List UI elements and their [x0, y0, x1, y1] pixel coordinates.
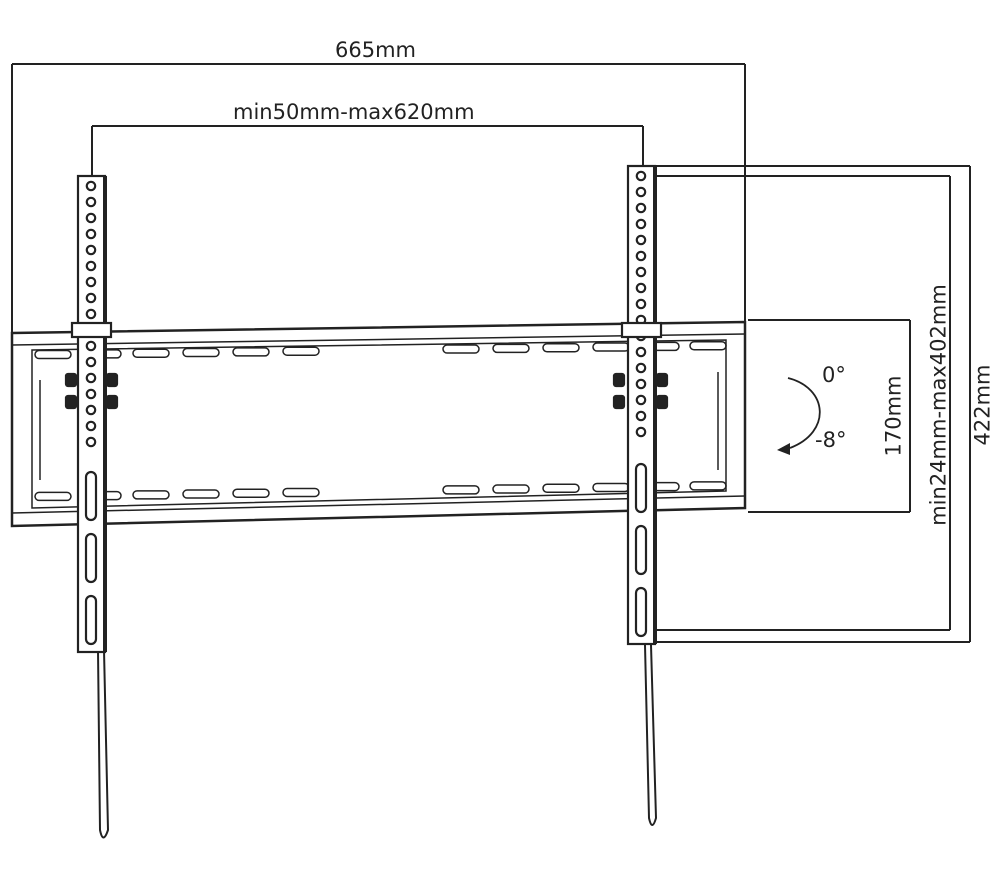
- plate-slot: [132, 490, 170, 500]
- arm-hole: [635, 298, 647, 310]
- dimension-665: [11, 63, 746, 335]
- plate-slot: [34, 349, 72, 360]
- arm-hole: [85, 244, 97, 256]
- arm-hole: [635, 282, 647, 294]
- arm-hole: [85, 372, 97, 384]
- mounting-arms: [64, 164, 669, 654]
- plate-slot: [282, 487, 320, 498]
- plate-slot: [542, 342, 580, 353]
- clamp-knob: [655, 394, 669, 410]
- arm-hole: [635, 266, 647, 278]
- vertical-spacing-label: min24mm-max402mm: [926, 284, 951, 526]
- dimension-422: [648, 165, 971, 643]
- arm-hole: [85, 404, 97, 416]
- arm-hole: [85, 276, 97, 288]
- overall-height-label: 422mm: [970, 364, 995, 446]
- plate-slot: [182, 347, 220, 358]
- arm-hole: [85, 196, 97, 208]
- clamp-knob: [105, 372, 119, 388]
- arm-hole: [635, 234, 647, 246]
- arm-hole: [85, 292, 97, 304]
- plate-slot: [132, 348, 170, 358]
- plate-slot: [592, 342, 630, 352]
- tilt-arrow: [777, 377, 821, 455]
- wall-plate: [10, 320, 747, 528]
- tilt-down-label: -8°: [815, 428, 847, 452]
- arm-slot: [84, 594, 98, 646]
- arm-hole: [85, 436, 97, 448]
- dimension-hole-spacing: [91, 125, 644, 175]
- hook-tab: [620, 321, 663, 339]
- overall-width-label: 665mm: [335, 38, 416, 62]
- arm-hole: [635, 362, 647, 374]
- arm-hole: [85, 228, 97, 240]
- arm-slot: [634, 524, 648, 576]
- arm-slot: [634, 462, 648, 514]
- arm-hole: [635, 250, 647, 262]
- plate-slot: [689, 340, 727, 351]
- hole-spacing-label: min50mm-max620mm: [233, 100, 475, 124]
- plate-slot: [34, 491, 72, 502]
- arm-hole: [635, 170, 647, 182]
- arm-hole: [635, 186, 647, 198]
- arm-hole: [635, 346, 647, 358]
- bracket-height-label: 170mm: [881, 375, 906, 457]
- plate-slot: [592, 482, 630, 493]
- clamp-knob: [612, 372, 626, 388]
- arm-hole: [85, 420, 97, 432]
- arm-hole: [85, 356, 97, 368]
- arm-hole: [635, 410, 647, 422]
- arm-slot: [84, 532, 98, 584]
- arm-hole: [85, 308, 97, 320]
- hook-tab: [70, 321, 113, 339]
- clamp-knob: [655, 372, 669, 388]
- arm-hole: [85, 180, 97, 192]
- arm-hole: [85, 260, 97, 272]
- plate-slot: [282, 346, 320, 356]
- clamp-knob: [105, 394, 119, 410]
- arm-hole: [635, 378, 647, 390]
- arm-hole: [85, 212, 97, 224]
- plate-slots: [34, 340, 727, 502]
- plate-slot: [492, 484, 530, 494]
- arm-hole: [635, 394, 647, 406]
- arm-slot: [634, 586, 648, 638]
- plate-slot: [232, 347, 270, 357]
- plate-slot: [232, 488, 270, 498]
- safety-cords: [97, 644, 658, 839]
- dimension-vertical-spacing: [648, 175, 951, 631]
- plate-slot: [182, 489, 220, 499]
- tilt-up-label: 0°: [822, 363, 846, 387]
- arm-hole: [85, 340, 97, 352]
- arm-hole: [635, 426, 647, 438]
- clamp-knob: [64, 394, 78, 410]
- plate-slot: [542, 483, 580, 494]
- plate-slot: [492, 343, 530, 354]
- plate-slot: [442, 344, 480, 354]
- plate-slot: [442, 485, 480, 495]
- arm-hole: [635, 218, 647, 230]
- clamp-knob: [612, 394, 626, 410]
- clamp-knob: [64, 372, 78, 388]
- plate-slot: [689, 481, 727, 491]
- arm-slot: [84, 470, 98, 522]
- arm-hole: [635, 202, 647, 214]
- dimension-170: [748, 319, 911, 513]
- arm-hole: [85, 388, 97, 400]
